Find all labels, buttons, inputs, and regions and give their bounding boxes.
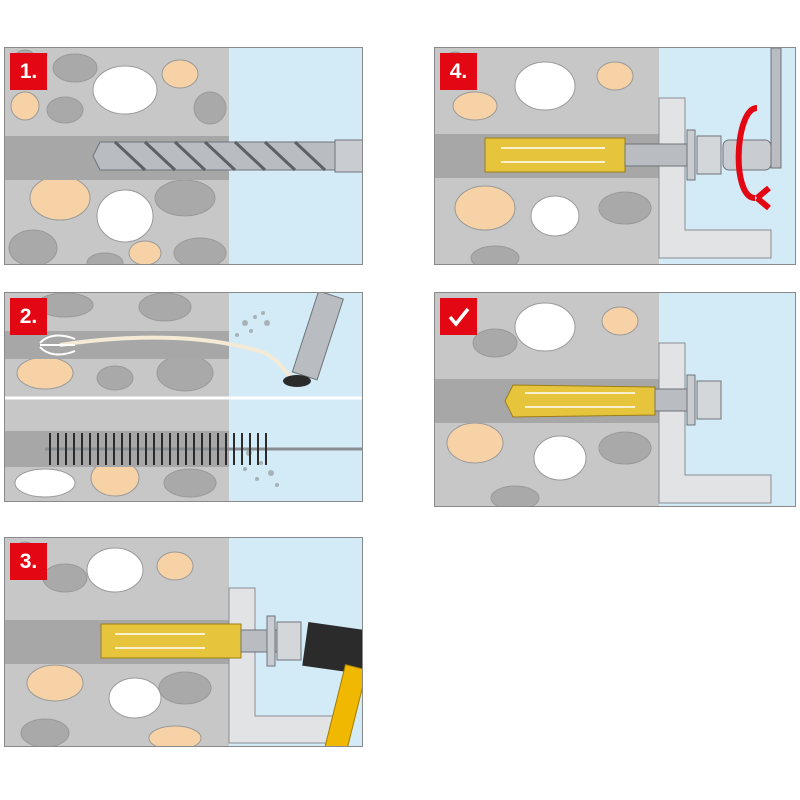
step-2-illustration xyxy=(5,293,362,501)
torque-wrench xyxy=(722,48,782,171)
aggregate-stones xyxy=(8,49,227,264)
step-3-insert-panel: 3. xyxy=(4,537,363,747)
cleaning-brush xyxy=(45,433,362,465)
step-1-drilling-panel: 1. xyxy=(4,47,363,265)
washer xyxy=(686,374,696,426)
step-3-badge: 3. xyxy=(10,543,47,580)
aggregate-stones xyxy=(440,51,652,264)
washer xyxy=(266,615,276,667)
drill-hole-top xyxy=(5,331,229,359)
anchor-sleeve xyxy=(100,623,242,659)
drill-bit xyxy=(92,139,362,173)
fixture-bracket xyxy=(658,97,772,259)
anchor-slots xyxy=(525,392,635,408)
anchor-slots xyxy=(501,147,605,163)
step-3-illustration xyxy=(5,538,362,746)
blow-out-tube xyxy=(59,335,297,383)
step-1-illustration xyxy=(5,48,362,264)
checkmark-icon xyxy=(440,298,477,335)
aggregate-stones xyxy=(446,302,652,506)
anchor-sleeve xyxy=(484,137,626,173)
step-4-badge: 4. xyxy=(440,53,477,90)
final-installed-panel xyxy=(434,292,796,507)
hex-nut xyxy=(276,621,302,661)
final-illustration xyxy=(435,293,795,506)
step-4-tighten-panel: 4. xyxy=(434,47,796,265)
threaded-bolt xyxy=(654,388,690,412)
hammer xyxy=(302,622,362,746)
blow-out-pump xyxy=(283,293,344,387)
step-2-cleaning-panel: 2. xyxy=(4,292,363,502)
threaded-bolt xyxy=(624,143,690,167)
hex-nut xyxy=(696,135,722,175)
airflow-arrows-icon xyxy=(39,334,76,356)
expanded-anchor-sleeve xyxy=(504,384,656,418)
aggregate-stones xyxy=(14,293,217,498)
fixture-bracket xyxy=(658,342,772,504)
checkmark-glyph xyxy=(448,307,469,327)
step-4-illustration xyxy=(435,48,795,264)
step-2-badge: 2. xyxy=(10,298,47,335)
rotation-arrow-icon xyxy=(735,105,771,211)
step-1-badge: 1. xyxy=(10,53,47,90)
anchor-slots xyxy=(115,633,205,649)
washer xyxy=(686,129,696,181)
hex-nut xyxy=(696,380,722,420)
